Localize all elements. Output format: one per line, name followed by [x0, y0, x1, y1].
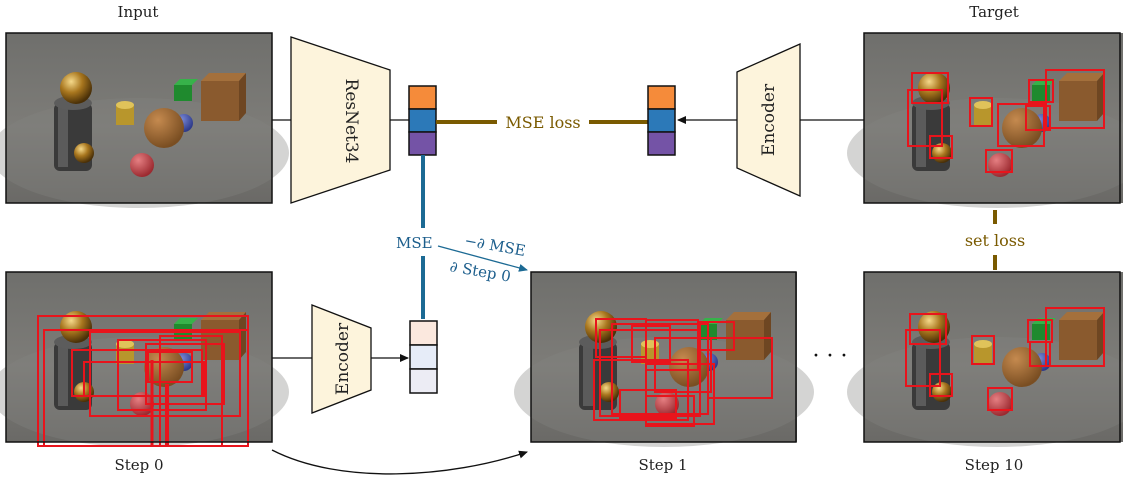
ellipsis: · · · [813, 344, 848, 369]
step1-image [514, 271, 814, 447]
mse-loss-label: MSE loss [505, 113, 580, 132]
step10-label: Step 10 [965, 456, 1024, 474]
step0-slots [409, 320, 438, 394]
step0-boxes [37, 315, 249, 447]
gradient-arrow [437, 245, 528, 272]
step0-slot-3 [409, 368, 438, 394]
gradient-annotation: −∂ MSE ∂ Step 0 [448, 231, 527, 285]
step0-to-step1-arrow [271, 449, 528, 475]
input-label: Input [118, 3, 159, 21]
step10-image [847, 271, 1123, 447]
step1-label: Step 1 [638, 456, 687, 474]
mse-label: MSE [396, 234, 433, 252]
slot-orange [408, 85, 437, 110]
step0-image [0, 271, 289, 447]
input-image [0, 32, 289, 208]
encoder-top-block: Encoder [736, 42, 801, 198]
encoder-bottom-label: Encoder [333, 322, 353, 395]
encoder-bottom-block: Encoder [311, 304, 372, 414]
target-image [847, 32, 1123, 208]
target-slot-blue [647, 108, 676, 133]
set-loss-label: set loss [965, 231, 1025, 250]
resnet-label: ResNet34 [341, 79, 361, 164]
step0-label: Step 0 [114, 456, 163, 474]
gradient-denominator: ∂ Step 0 [448, 257, 512, 285]
resnet-block: ResNet34 [290, 36, 391, 204]
predicted-slots [408, 85, 437, 156]
encoder-top-label: Encoder [759, 83, 779, 156]
step0-slot-1 [409, 320, 438, 346]
slot-purple [408, 131, 437, 156]
target-slot-purple [647, 131, 676, 156]
target-slots [647, 85, 676, 156]
step10-boxes [905, 307, 1105, 411]
slot-blue [408, 108, 437, 133]
target-label: Target [969, 3, 1018, 21]
target-boxes [907, 69, 1105, 173]
target-slot-orange [647, 85, 676, 110]
step0-slot-2 [409, 344, 438, 370]
step1-boxes [593, 318, 773, 427]
